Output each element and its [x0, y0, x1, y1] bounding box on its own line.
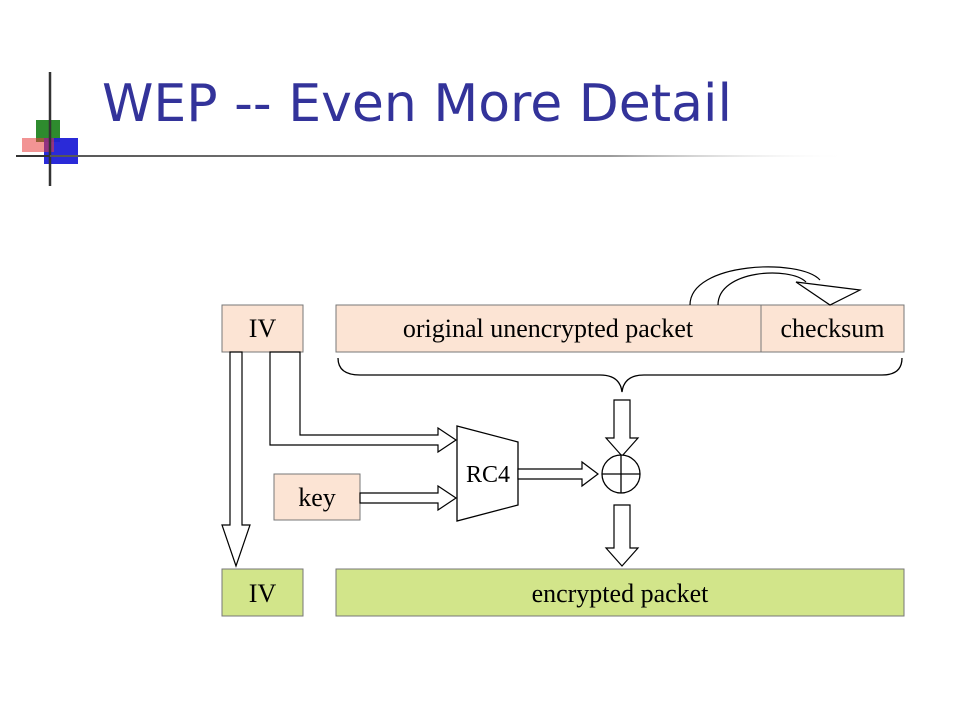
iv-bottom-box: IV: [221, 568, 304, 617]
packet-label: original unencrypted packet: [403, 314, 694, 343]
xor-to-output-arrow: [604, 504, 640, 567]
key-label: key: [298, 483, 336, 512]
key-box: key: [273, 473, 361, 521]
slide-logo-icon: [16, 72, 84, 186]
iv-passthrough-arrow: [221, 351, 251, 568]
rc4-block: RC4: [456, 425, 519, 522]
iv-top-label: IV: [249, 314, 277, 343]
rc4-label: RC4: [466, 462, 510, 488]
brace: [337, 357, 903, 393]
key-to-rc4-arrow: [359, 484, 458, 512]
checksum-box: checksum: [760, 304, 905, 353]
packet-box: original unencrypted packet: [335, 304, 762, 353]
title-rule: [50, 155, 850, 157]
slide-title: WEP -- Even More Detail: [102, 74, 732, 134]
down-arrow-to-xor: [604, 399, 640, 457]
rc4-to-xor-arrow: [517, 460, 599, 488]
encrypted-label: encrypted packet: [532, 579, 710, 608]
iv-to-rc4-arrow: [269, 351, 458, 454]
xor-icon: [601, 454, 641, 494]
encrypted-packet-box: encrypted packet: [335, 568, 905, 617]
iv-bottom-label: IV: [249, 579, 277, 608]
checksum-label: checksum: [781, 314, 885, 343]
checksum-curve-arrow: [689, 266, 863, 306]
iv-top-box: IV: [221, 304, 304, 353]
